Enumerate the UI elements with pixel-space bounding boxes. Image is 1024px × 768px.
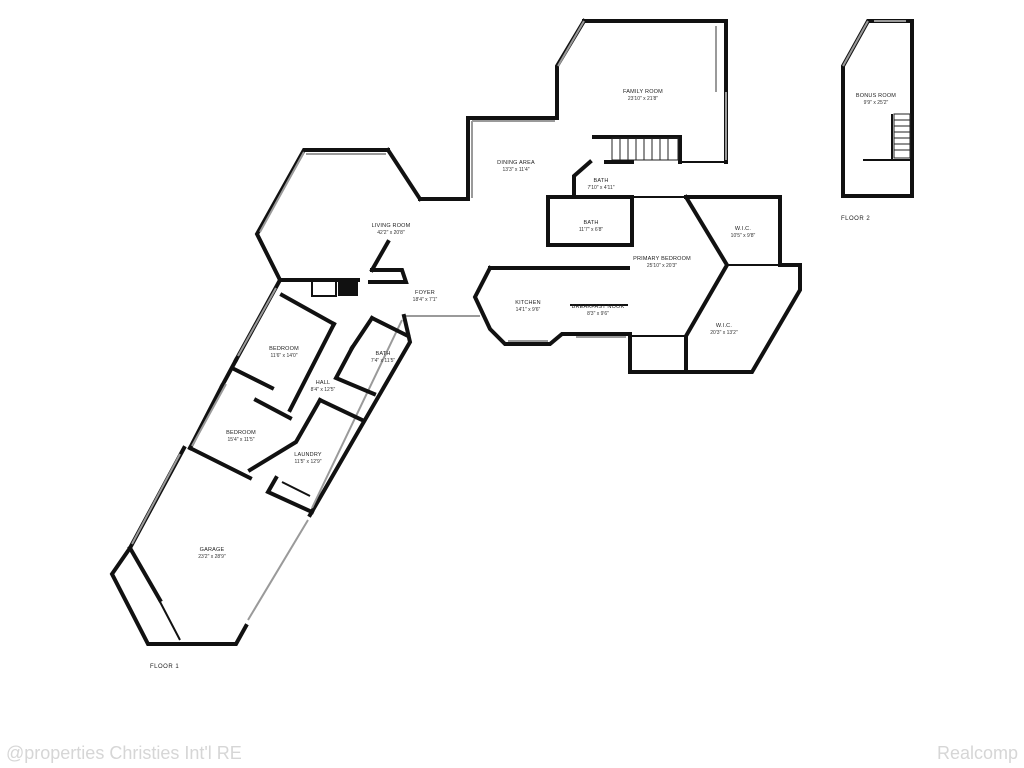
room-name: LAUNDRY	[294, 452, 322, 458]
room-bath-mid: BATH 11'7" x 6'8"	[579, 220, 603, 233]
left-wing-walls	[187, 277, 413, 518]
room-garage: GARAGE 23'2" x 28'9"	[198, 547, 226, 560]
room-dining-area: DINING AREA 13'3" x 11'4"	[497, 160, 535, 173]
room-name: W.I.C.	[716, 323, 732, 329]
floor-2-label: FLOOR 2	[841, 216, 870, 222]
room-name: BATH	[375, 351, 390, 357]
family-room-walls	[555, 18, 728, 164]
room-wic-top: W.I.C. 10'5" x 9'8"	[731, 226, 756, 239]
bonus-room-stairs	[893, 113, 911, 159]
room-name: PRIMARY BEDROOM	[633, 256, 691, 262]
room-bedroom-2: BEDROOM 15'4" x 11'5"	[226, 430, 256, 443]
watermark-realcomp: Realcomp	[936, 743, 1018, 763]
primary-bedroom-walls	[628, 194, 802, 374]
room-name: FAMILY ROOM	[623, 89, 663, 95]
room-primary-bedroom: PRIMARY BEDROOM 25'10" x 20'3"	[633, 256, 691, 269]
room-dimensions: 11'7" x 6'8"	[579, 227, 603, 233]
room-kitchen: KITCHEN 14'1" x 9'6"	[515, 300, 541, 313]
room-dimensions: 25'10" x 20'3"	[647, 263, 677, 269]
room-name: W.I.C.	[735, 226, 751, 232]
room-bath-lower: BATH 7'4" x 11'5"	[371, 351, 395, 364]
room-name: KITCHEN	[515, 300, 541, 306]
room-dimensions: 8'3" x 9'6"	[587, 311, 609, 317]
room-dimensions: 9'9" x 25'2"	[864, 100, 889, 106]
room-dimensions: 7'4" x 11'5"	[371, 358, 395, 364]
room-name: HALL	[316, 380, 331, 386]
kitchen-walls	[404, 265, 630, 346]
room-wic-bottom: W.I.C. 20'3" x 13'2"	[710, 323, 738, 336]
room-hall: HALL 8'4" x 12'5"	[311, 380, 336, 393]
room-dimensions: 14'1" x 9'6"	[516, 307, 541, 313]
dining-walls	[418, 116, 686, 247]
watermark-brokerage: @properties Christies Int'l RE	[6, 743, 242, 763]
room-name: GARAGE	[200, 547, 225, 553]
room-name: BREAKFAST NOOK	[572, 304, 625, 310]
room-name: DINING AREA	[497, 160, 535, 166]
room-dimensions: 10'5" x 9'8"	[731, 233, 756, 239]
room-bonus-room: BONUS ROOM 9'9" x 25'2"	[856, 93, 896, 106]
room-dimensions: 11'5" x 12'9"	[294, 459, 321, 465]
family-room-stairs	[611, 137, 679, 161]
room-dimensions: 7'10" x 4'11"	[587, 185, 614, 191]
room-name: BEDROOM	[269, 346, 299, 352]
room-living-room: LIVING ROOM 42'2" x 20'8"	[372, 223, 411, 236]
room-name: BEDROOM	[226, 430, 256, 436]
room-dimensions: 23'10" x 21'8"	[628, 96, 658, 102]
room-dimensions: 15'4" x 11'5"	[227, 437, 254, 443]
room-dimensions: 11'6" x 14'0"	[270, 353, 297, 359]
room-dimensions: 13'3" x 11'4"	[502, 167, 529, 173]
room-name: FOYER	[415, 290, 435, 296]
room-foyer: FOYER 18'4" x 7'1"	[413, 290, 438, 303]
bonus-room-walls	[841, 19, 914, 198]
garage-walls	[109, 445, 309, 646]
room-dimensions: 42'2" x 20'8"	[377, 230, 405, 236]
room-dimensions: 8'4" x 12'5"	[311, 387, 336, 393]
room-bedroom-1: BEDROOM 11'6" x 14'0"	[269, 346, 299, 359]
floor-1-label: FLOOR 1	[150, 664, 179, 670]
room-name: BONUS ROOM	[856, 93, 896, 99]
room-dimensions: 20'3" x 13'2"	[710, 330, 738, 336]
room-breakfast-nook: BREAKFAST NOOK 8'3" x 9'6"	[572, 304, 625, 317]
room-dimensions: 23'2" x 28'9"	[198, 554, 226, 560]
room-bath-upper: BATH 7'10" x 4'11"	[587, 178, 614, 191]
room-name: LIVING ROOM	[372, 223, 411, 229]
room-laundry: LAUNDRY 11'5" x 12'9"	[294, 452, 322, 465]
room-family-room: FAMILY ROOM 23'10" x 21'8"	[623, 89, 663, 102]
living-room-walls	[254, 147, 423, 297]
room-dimensions: 18'4" x 7'1"	[413, 297, 438, 303]
room-name: BATH	[583, 220, 598, 226]
room-name: BATH	[593, 178, 608, 184]
